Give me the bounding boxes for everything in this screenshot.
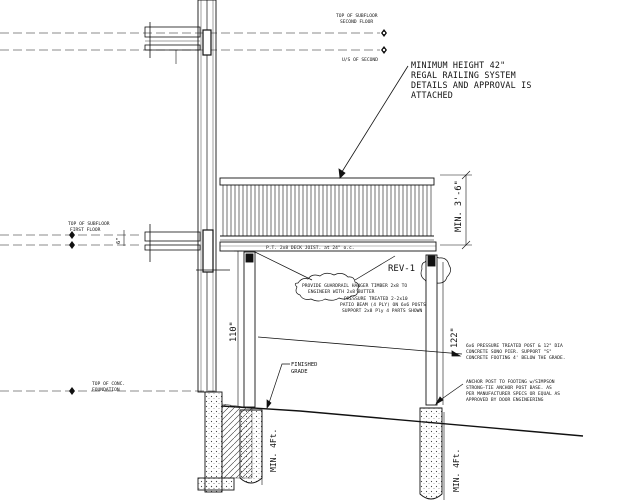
- revision-cloud: [254, 251, 451, 302]
- dim-depth-right: MIN. 4Ft.: [452, 449, 461, 492]
- railing-note-1: MINIMUM HEIGHT 42": [411, 60, 505, 70]
- level-label-foundation: TOP OF CONC.: [92, 381, 125, 387]
- deck-posts: [243, 251, 438, 408]
- post-leader: [257, 336, 463, 357]
- anchor-note-4: APPROVED BY DOOR ENGINEERING: [466, 397, 544, 403]
- wall-callouts: [123, 50, 177, 246]
- anchor-note-1: ANCHOR POST TO FOOTING w/SIMPSON: [466, 379, 555, 385]
- floor-framing: [144, 22, 201, 262]
- anchor-note-2: STRONG-TIE ANCHOR POST BASE. AS: [466, 385, 552, 391]
- dim-depth-left: MIN. 4Ft.: [269, 429, 278, 472]
- railing-note-3: DETAILS AND APPROVAL IS: [411, 80, 532, 90]
- level-label-us-second: U/S OF SECOND: [342, 57, 378, 63]
- level-label-first-floor-2: FIRST FLOOR: [70, 227, 101, 233]
- grade-leader: [266, 363, 290, 409]
- rev-tag: REV-1: [388, 264, 415, 274]
- level-label-second-floor: TOP OF SUBFLOOR: [336, 13, 378, 19]
- level-markers: [69, 29, 387, 395]
- beam-note-2: PATIO BEAM (4 PLY) ON 6x6 POSTS: [340, 302, 426, 308]
- dim-110-line: [234, 250, 242, 406]
- building-wall: [196, 0, 230, 393]
- level-label-second-floor-2: SECOND FLOOR: [340, 19, 373, 25]
- anchor-note-3: PER MANUFACTURER SPECS OR EQUAL AS: [466, 391, 560, 397]
- dim-110: 110": [229, 321, 239, 342]
- post-note-3: CONCRETE FOOTING 4' BELOW THE GRADE.: [466, 355, 566, 361]
- dim-step: 6": [116, 237, 122, 244]
- level-label-first-floor: TOP OF SUBFLOOR: [68, 221, 110, 227]
- dim-railing-height: MIN. 3'-6": [454, 180, 464, 232]
- joist-label: P.T. 2x8 DECK JOIST. at 24" o.c.: [266, 245, 355, 251]
- railing-leader: [338, 65, 409, 179]
- finished-grade-1: FINISHED: [291, 362, 318, 368]
- anchor-leader: [435, 383, 464, 405]
- level-label-foundation-2: FOUNDATION: [92, 387, 120, 393]
- depth-dims: [261, 410, 445, 500]
- post-note-2: CONCRETE SONO PIER. SUPPORT "S": [466, 349, 552, 355]
- cloud-note-1: PROVIDE GUARDRAIL HANGER TIMBER 2x8 TO: [302, 283, 407, 289]
- beam-note-1: PRESSURE TREATED 2-2x10: [344, 296, 408, 302]
- railing-note-2: REGAL RAILING SYSTEM: [411, 70, 516, 80]
- sono-piers: [239, 407, 443, 500]
- railing: [219, 177, 435, 241]
- railing-dimension: [440, 170, 472, 250]
- cloud-note-2: ENGINEER WITH 2x8 BUTTER: [308, 289, 375, 295]
- deck-joist: [219, 241, 437, 252]
- railing-note-4: ATTACHED: [411, 90, 453, 100]
- dim-122: 122": [450, 327, 460, 348]
- beam-note-3: SUPPORT 2x8 Ply 4 PARTS SHOWN: [342, 308, 422, 314]
- finished-grade-2: GRADE: [291, 369, 308, 375]
- post-note-1: 6x6 PRESSURE TREATED POST & 12" DIA: [466, 343, 563, 349]
